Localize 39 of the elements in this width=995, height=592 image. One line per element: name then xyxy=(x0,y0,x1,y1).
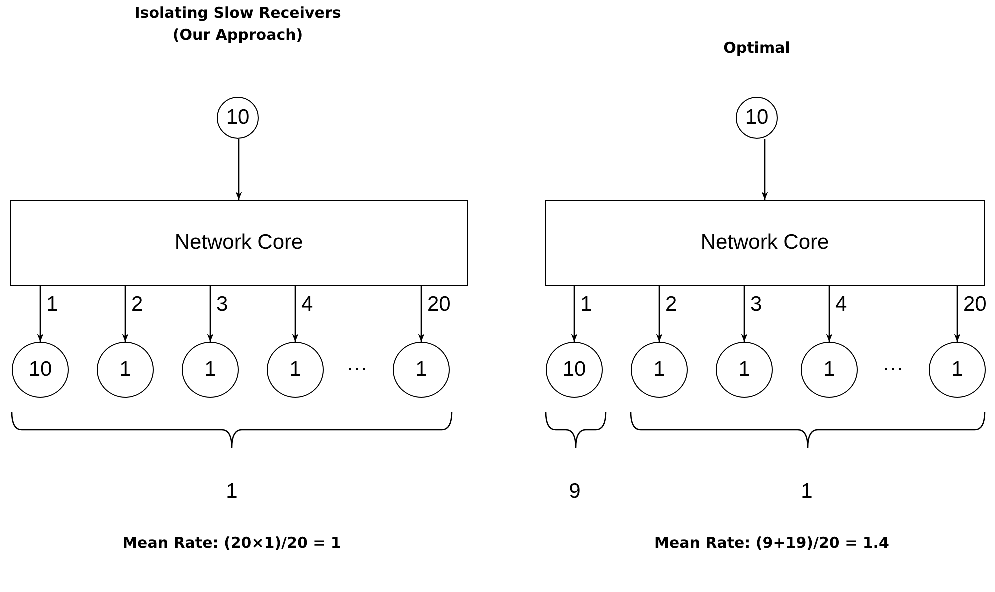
node-label: Network Core xyxy=(700,231,830,255)
node-label: 1 xyxy=(204,358,216,382)
arrow xyxy=(656,286,663,342)
node-label: 1 xyxy=(120,358,132,382)
arrow xyxy=(236,139,242,200)
process-box xyxy=(545,200,985,286)
circle-node xyxy=(217,97,259,139)
arrow xyxy=(292,286,299,342)
node-label: 10 xyxy=(28,358,52,382)
value-label: 9 xyxy=(569,480,581,504)
node-label: 10 xyxy=(226,106,250,130)
arrow xyxy=(122,286,129,342)
node-label: 1 xyxy=(738,358,750,382)
node-label: 1 xyxy=(952,358,964,382)
value-label: 1 xyxy=(801,480,813,504)
value-label: ··· xyxy=(346,357,368,381)
arrow xyxy=(207,286,214,342)
circle-node xyxy=(736,97,778,139)
heading-text: Mean Rate: (9+19)/20 = 1.4 xyxy=(654,533,890,554)
node-label: 1 xyxy=(654,358,666,382)
arrow xyxy=(741,286,748,342)
heading-text: Mean Rate: (20×1)/20 = 1 xyxy=(122,533,342,554)
node-label: 1 xyxy=(416,358,428,382)
node-label: 1 xyxy=(290,358,302,382)
arrow xyxy=(954,286,961,342)
node-label: 10 xyxy=(745,106,769,130)
node-label: Network Core xyxy=(174,231,304,255)
heading-text: Isolating Slow Receivers (Our Approach) xyxy=(134,3,342,46)
arrow xyxy=(762,139,768,200)
value-label: ··· xyxy=(882,357,904,381)
arrow xyxy=(37,286,44,342)
arrow xyxy=(418,286,425,342)
node-label: 1 xyxy=(824,358,836,382)
arrow xyxy=(571,286,578,342)
heading-text: Optimal xyxy=(722,38,792,59)
process-box xyxy=(10,200,468,286)
arrow xyxy=(826,286,833,342)
value-label: 1 xyxy=(226,480,238,504)
node-label: 10 xyxy=(562,358,586,382)
